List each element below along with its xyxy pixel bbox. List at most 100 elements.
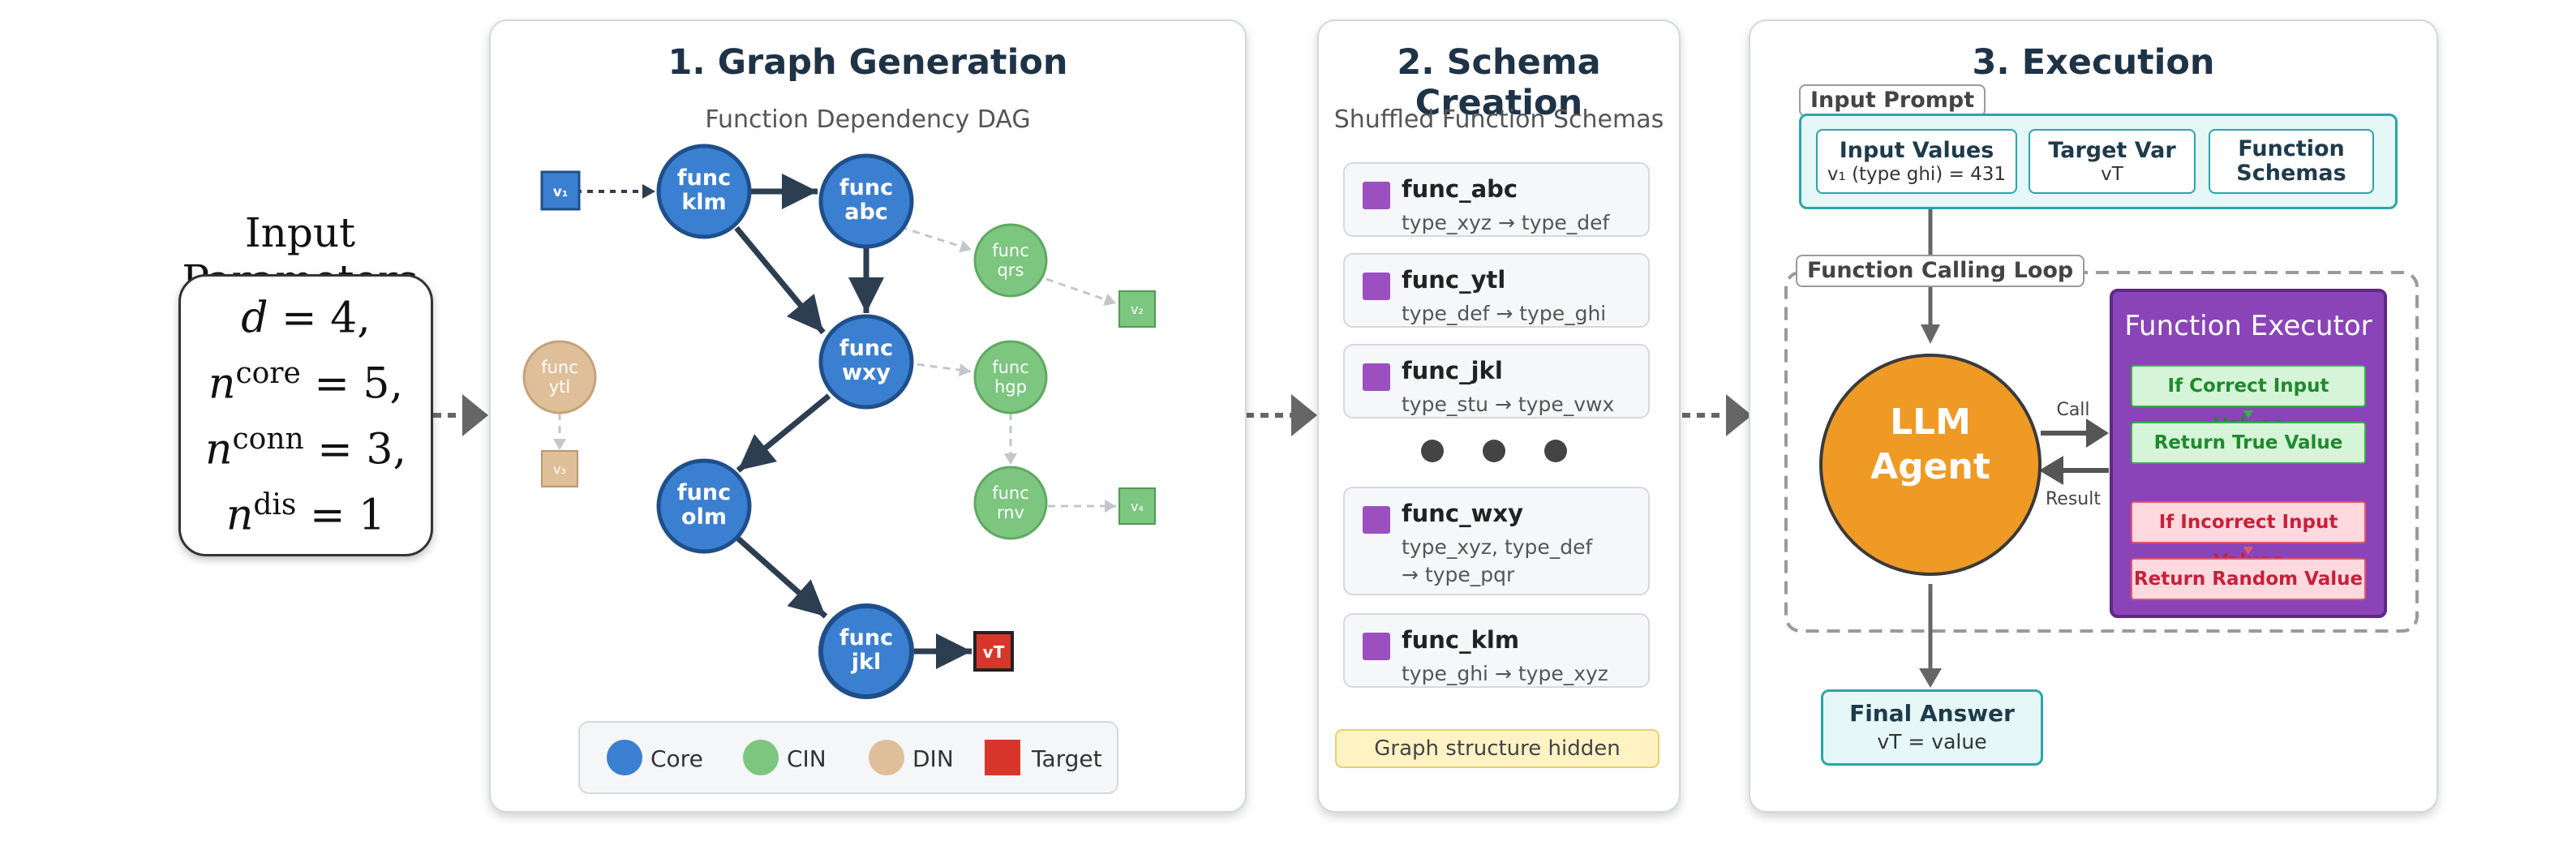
param-line-ndis: ndis = 1 (225, 487, 386, 540)
schema-card-func-abc: func_abc type_xyz → type_def (1343, 162, 1650, 237)
node-klm-label-1: func (677, 165, 731, 191)
node-klm: func klm (656, 144, 752, 239)
connector-params-to-graph-head (462, 394, 488, 436)
llm-agent-label-line2: Agent (1870, 446, 1990, 487)
schema-purple-square (1363, 363, 1390, 391)
legend-target-label: Target (1031, 745, 1102, 772)
input-prompt-label: Input Prompt (1799, 84, 1986, 117)
arrow-call-head (2086, 419, 2109, 448)
svg-text:func: func (677, 480, 731, 505)
schema-panel-subtitle: Shuffled Function Schemas (1333, 105, 1664, 134)
svg-text:func: func (992, 483, 1029, 503)
var-vT (973, 631, 1014, 672)
var-v2-label: v₂ (1131, 302, 1144, 317)
connector-schema-to-exec-head (1726, 394, 1752, 436)
svg-text:ytl: ytl (549, 377, 571, 397)
llm-agent-label-line1: LLM (1890, 401, 1971, 443)
svg-text:func: func (839, 336, 893, 361)
var-v3-label: v₃ (553, 461, 566, 477)
var-v4-label: v₄ (1131, 499, 1144, 514)
small-down-arrow-icon (2243, 410, 2253, 419)
svg-text:hgp: hgp (994, 377, 1027, 397)
schema-name: func_jkl (1402, 357, 1503, 384)
function-executor-title: Function Executor (2124, 310, 2372, 342)
legend-cin-swatch (743, 740, 779, 775)
edge-klm-wxy (734, 225, 826, 335)
schema-card-func-jkl: func_jkl type_stu → type_vwx (1343, 344, 1650, 419)
legend-din-swatch (869, 740, 904, 775)
arrow-prompt-to-agent-head (1921, 324, 1940, 344)
svg-text:func: func (839, 175, 893, 200)
svg-text:qrs: qrs (998, 260, 1024, 280)
function-calling-loop-border (1784, 271, 2419, 633)
graph-panel-subtitle: Function Dependency DAG (705, 105, 1031, 134)
schema-signature: type_xyz → type_def (1402, 211, 1610, 234)
schema-signature-line-1: type_xyz, type_def (1402, 535, 1593, 559)
legend-cin-label: CIN (787, 745, 826, 772)
svg-text:func: func (839, 625, 893, 650)
node-hgp: func hgp (973, 340, 1048, 414)
param-line-d: d = 4, (241, 294, 371, 343)
input-prompt-box: Input Values v₁ (type ghi) = 431 Target … (1799, 114, 2398, 209)
call-label: Call (2056, 400, 2089, 420)
schema-signature: type_ghi → type_xyz (1402, 662, 1608, 685)
input-values-sub: v₁ (type ghi) = 431 (1827, 164, 2007, 185)
var-v4 (1118, 487, 1156, 525)
var-v1-label: v₁ (553, 184, 569, 200)
schema-card-func-klm: func_klm type_ghi → type_xyz (1343, 613, 1650, 688)
return-true-value: Return True Value (2131, 422, 2366, 464)
svg-text:abc: abc (844, 200, 888, 225)
function-executor-box: Function Executor If Correct Input Value… (2110, 289, 2387, 618)
schema-purple-square (1363, 273, 1390, 300)
input-values-title: Input Values (1839, 138, 1994, 163)
param-line-nconn: nconn = 3, (205, 422, 406, 474)
schema-signature: type_xyz, type_def → type_pqr (1402, 534, 1592, 589)
node-wxy: func wxy (818, 314, 914, 410)
target-var-chip: Target Var vT (2029, 129, 2196, 194)
schema-panel-title: 2. Schema Creation (1397, 42, 1601, 123)
var-v1 (540, 170, 581, 211)
svg-text:func: func (992, 358, 1029, 377)
node-abc: func abc (818, 153, 914, 249)
schema-name: func_abc (1402, 175, 1518, 203)
arrow-result-head (2039, 456, 2063, 485)
schema-name: func_wxy (1402, 500, 1523, 527)
svg-text:wxy: wxy (842, 360, 891, 385)
if-incorrect-input-values: If Incorrect Input Values (2131, 501, 2366, 572)
small-down-arrow-icon (2243, 547, 2253, 555)
schema-name: func_klm (1402, 626, 1520, 654)
svg-text:func: func (992, 241, 1029, 260)
schema-signature-line-2: → type_pqr (1402, 563, 1515, 586)
param-line-ncore: ncore = 5, (208, 356, 404, 409)
schema-purple-square (1363, 506, 1390, 534)
final-answer-title: Final Answer (1849, 700, 2015, 727)
final-answer-sub: vT = value (1877, 730, 1987, 753)
var-v2 (1118, 290, 1156, 328)
llm-agent-circle (1819, 354, 2041, 576)
legend-din-label: DIN (912, 745, 954, 772)
node-qrs: func qrs (973, 223, 1048, 298)
cin-edges (553, 225, 1117, 513)
graph-structure-hidden-badge: Graph structure hidden (1335, 729, 1659, 768)
legend-core-label: Core (650, 745, 703, 772)
final-answer-box: Final Answer vT = value (1821, 689, 2043, 766)
schema-signature: type_def → type_ghi (1402, 302, 1607, 325)
legend-target-swatch (985, 740, 1020, 775)
svg-text:olm: olm (681, 504, 727, 530)
svg-text:func: func (541, 358, 578, 377)
execution-panel-title: 3. Execution (1972, 42, 2215, 83)
result-label: Result (2046, 489, 2101, 509)
edge-wxy-hgp (904, 361, 972, 377)
target-var-sub: vT (2101, 164, 2123, 185)
schema-purple-square (1363, 182, 1390, 209)
if-correct-input-values: If Correct Input Values (2131, 365, 2366, 436)
edge-wxy-olm (736, 393, 831, 473)
graph-panel-title: 1. Graph Generation (668, 42, 1068, 83)
input-values-chip: Input Values v₁ (type ghi) = 431 (1816, 129, 2017, 194)
return-random-value: Return Random Value (2131, 558, 2366, 600)
arrow-agent-to-final-head (1919, 668, 1942, 688)
